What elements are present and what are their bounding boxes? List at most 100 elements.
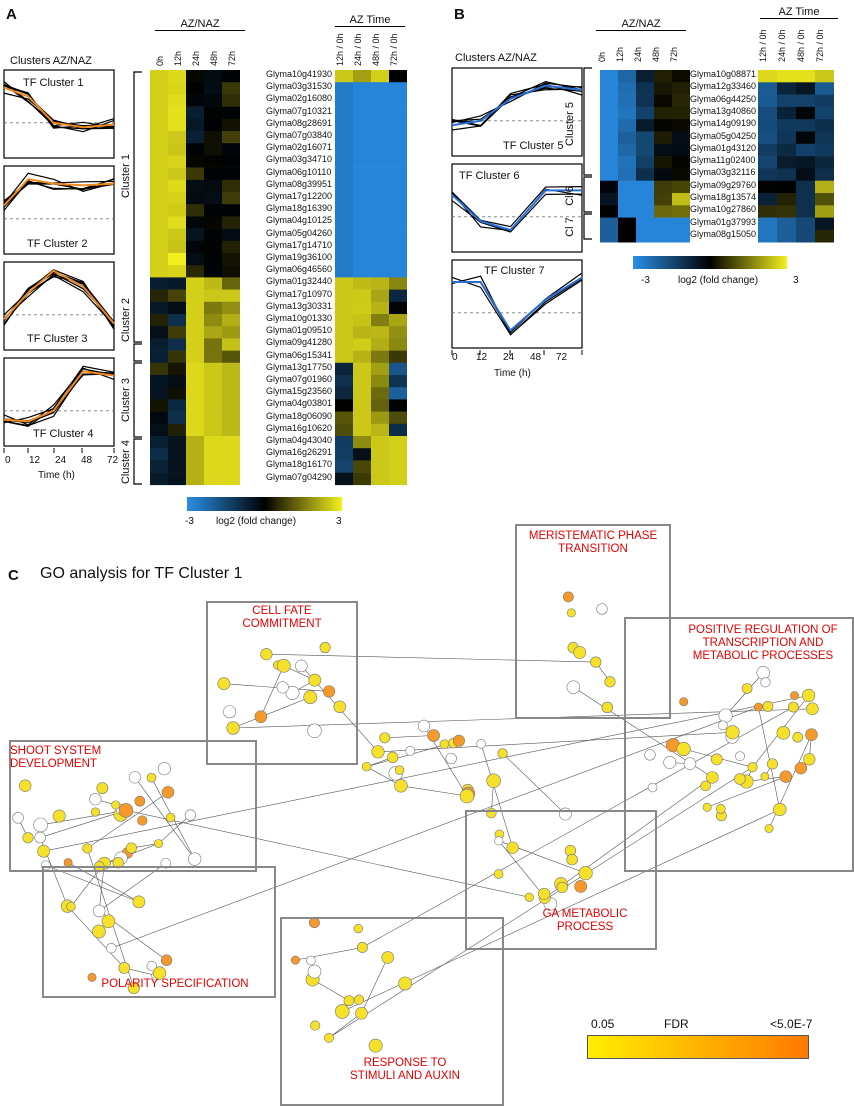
heatmap-cell xyxy=(150,350,168,364)
gene-name: Glyma05g04250 xyxy=(690,130,757,141)
heatmap-cell xyxy=(672,156,690,169)
heatmap-cell xyxy=(353,253,371,266)
column-header: 48h xyxy=(651,46,661,62)
heatmap-cell xyxy=(335,253,353,266)
go-term-node xyxy=(497,748,508,759)
network-edge xyxy=(266,653,596,663)
heatmap-cell xyxy=(186,436,204,449)
heatmap-cell xyxy=(168,326,186,339)
heatmap-cell xyxy=(186,375,204,388)
heatmap-cell xyxy=(150,192,168,205)
gene-name: Glyma06g10110 xyxy=(266,166,332,177)
gene-name: Glyma15g23560 xyxy=(266,386,333,397)
heatmap-cell xyxy=(353,143,371,156)
mean-profile-line xyxy=(3,86,115,129)
profile-line xyxy=(3,85,115,128)
gene-name: Glyma14g09190 xyxy=(690,118,757,129)
cluster-2-label: Cluster 2 xyxy=(120,297,132,343)
heatmap-cell xyxy=(815,70,834,83)
heatmap-cell xyxy=(353,436,371,449)
heatmap-cell xyxy=(204,106,222,120)
heatmap-cell xyxy=(204,362,222,376)
heatmap-cell xyxy=(204,240,222,254)
network-edge xyxy=(377,732,733,753)
heatmap-cell xyxy=(371,118,389,132)
mean-profile-line xyxy=(451,189,582,232)
go-group-box xyxy=(9,740,257,872)
heatmap-cell xyxy=(389,436,407,449)
heatmap-cell xyxy=(796,229,815,243)
gene-name: Glyma07g10321 xyxy=(266,105,333,116)
heatmap-cell xyxy=(335,289,353,303)
heatmap-cell xyxy=(204,70,222,83)
heatmap-cell xyxy=(654,70,672,83)
heatmap-cell xyxy=(636,131,654,145)
go-term-node xyxy=(792,731,804,743)
heatmap-cell xyxy=(777,180,796,194)
heatmap-cell xyxy=(150,289,168,303)
heatmap-cell xyxy=(777,205,796,218)
column-header: 12h xyxy=(173,50,183,66)
heatmap-cell xyxy=(335,350,353,364)
network-edge xyxy=(40,810,127,826)
go-term-node xyxy=(452,734,465,747)
go-term-node xyxy=(106,943,117,954)
heatmap-cell xyxy=(204,375,222,388)
tf-cluster-label: TF Cluster 7 xyxy=(484,265,545,277)
heatmap-cell xyxy=(371,253,389,266)
go-term-node xyxy=(773,802,787,817)
heatmap-cell xyxy=(777,131,796,145)
network-edge xyxy=(384,735,434,739)
heatmap-cell xyxy=(186,70,204,83)
heatmap-cell xyxy=(600,119,618,132)
heatmap-cell xyxy=(186,338,204,351)
heatmap-cell xyxy=(222,338,240,351)
mean-profile-line xyxy=(3,370,115,423)
heatmap-cell xyxy=(636,168,654,181)
tf-cluster-label: TF Cluster 6 xyxy=(459,170,520,182)
fdr-max: <5.0E-7 xyxy=(770,1017,813,1031)
heatmap-cell xyxy=(168,131,186,144)
gene-name: Glyma10g27860 xyxy=(690,204,757,215)
gene-name: Glyma17g12200 xyxy=(266,191,333,201)
gene-name: Glyma06g46560 xyxy=(266,264,333,275)
heatmap-cell xyxy=(389,94,407,107)
panel-a-clusters-title: Clusters AZ/NAZ xyxy=(10,55,92,67)
gene-name: Glyma08g39951 xyxy=(266,178,333,189)
heatmap-cell xyxy=(353,362,371,376)
heatmap-cell xyxy=(371,277,389,290)
go-term-node xyxy=(753,702,763,712)
x-tick: 12 xyxy=(476,352,488,363)
column-header: 12h xyxy=(615,46,625,62)
cluster-3-label: Cluster 3 xyxy=(120,377,132,423)
network-edge xyxy=(328,766,753,1039)
heatmap-cell xyxy=(168,167,186,181)
network-edge xyxy=(223,683,330,692)
heatmap-cell xyxy=(815,131,834,145)
panel-b-heatmap xyxy=(600,70,834,243)
go-term-node xyxy=(19,779,32,792)
mean-profile-line xyxy=(3,178,115,207)
heatmap-cell xyxy=(777,70,796,83)
go-term-node xyxy=(803,753,816,766)
heatmap-cell xyxy=(600,168,618,181)
heatmap-cell xyxy=(371,240,389,254)
go-term-node xyxy=(89,793,102,806)
gene-name: Glyma04g10125 xyxy=(266,215,333,226)
column-header: 72h xyxy=(227,50,237,66)
heatmap-cell xyxy=(389,448,407,461)
heatmap-cell xyxy=(335,155,353,168)
go-term-node xyxy=(157,762,171,776)
go-term-node xyxy=(590,656,602,668)
heatmap-cell xyxy=(371,460,389,473)
column-header: 72h / 0h xyxy=(389,33,399,66)
go-term-node xyxy=(90,807,100,817)
heatmap-cell xyxy=(186,82,204,95)
heatmap-cell xyxy=(186,216,204,229)
heatmap-cell xyxy=(389,167,407,181)
x-axis-ticks xyxy=(451,350,583,355)
mean-profile-line xyxy=(452,276,583,332)
heatmap-cell xyxy=(618,205,636,218)
heatmap-cell xyxy=(353,82,371,95)
go-term-node xyxy=(82,843,93,854)
